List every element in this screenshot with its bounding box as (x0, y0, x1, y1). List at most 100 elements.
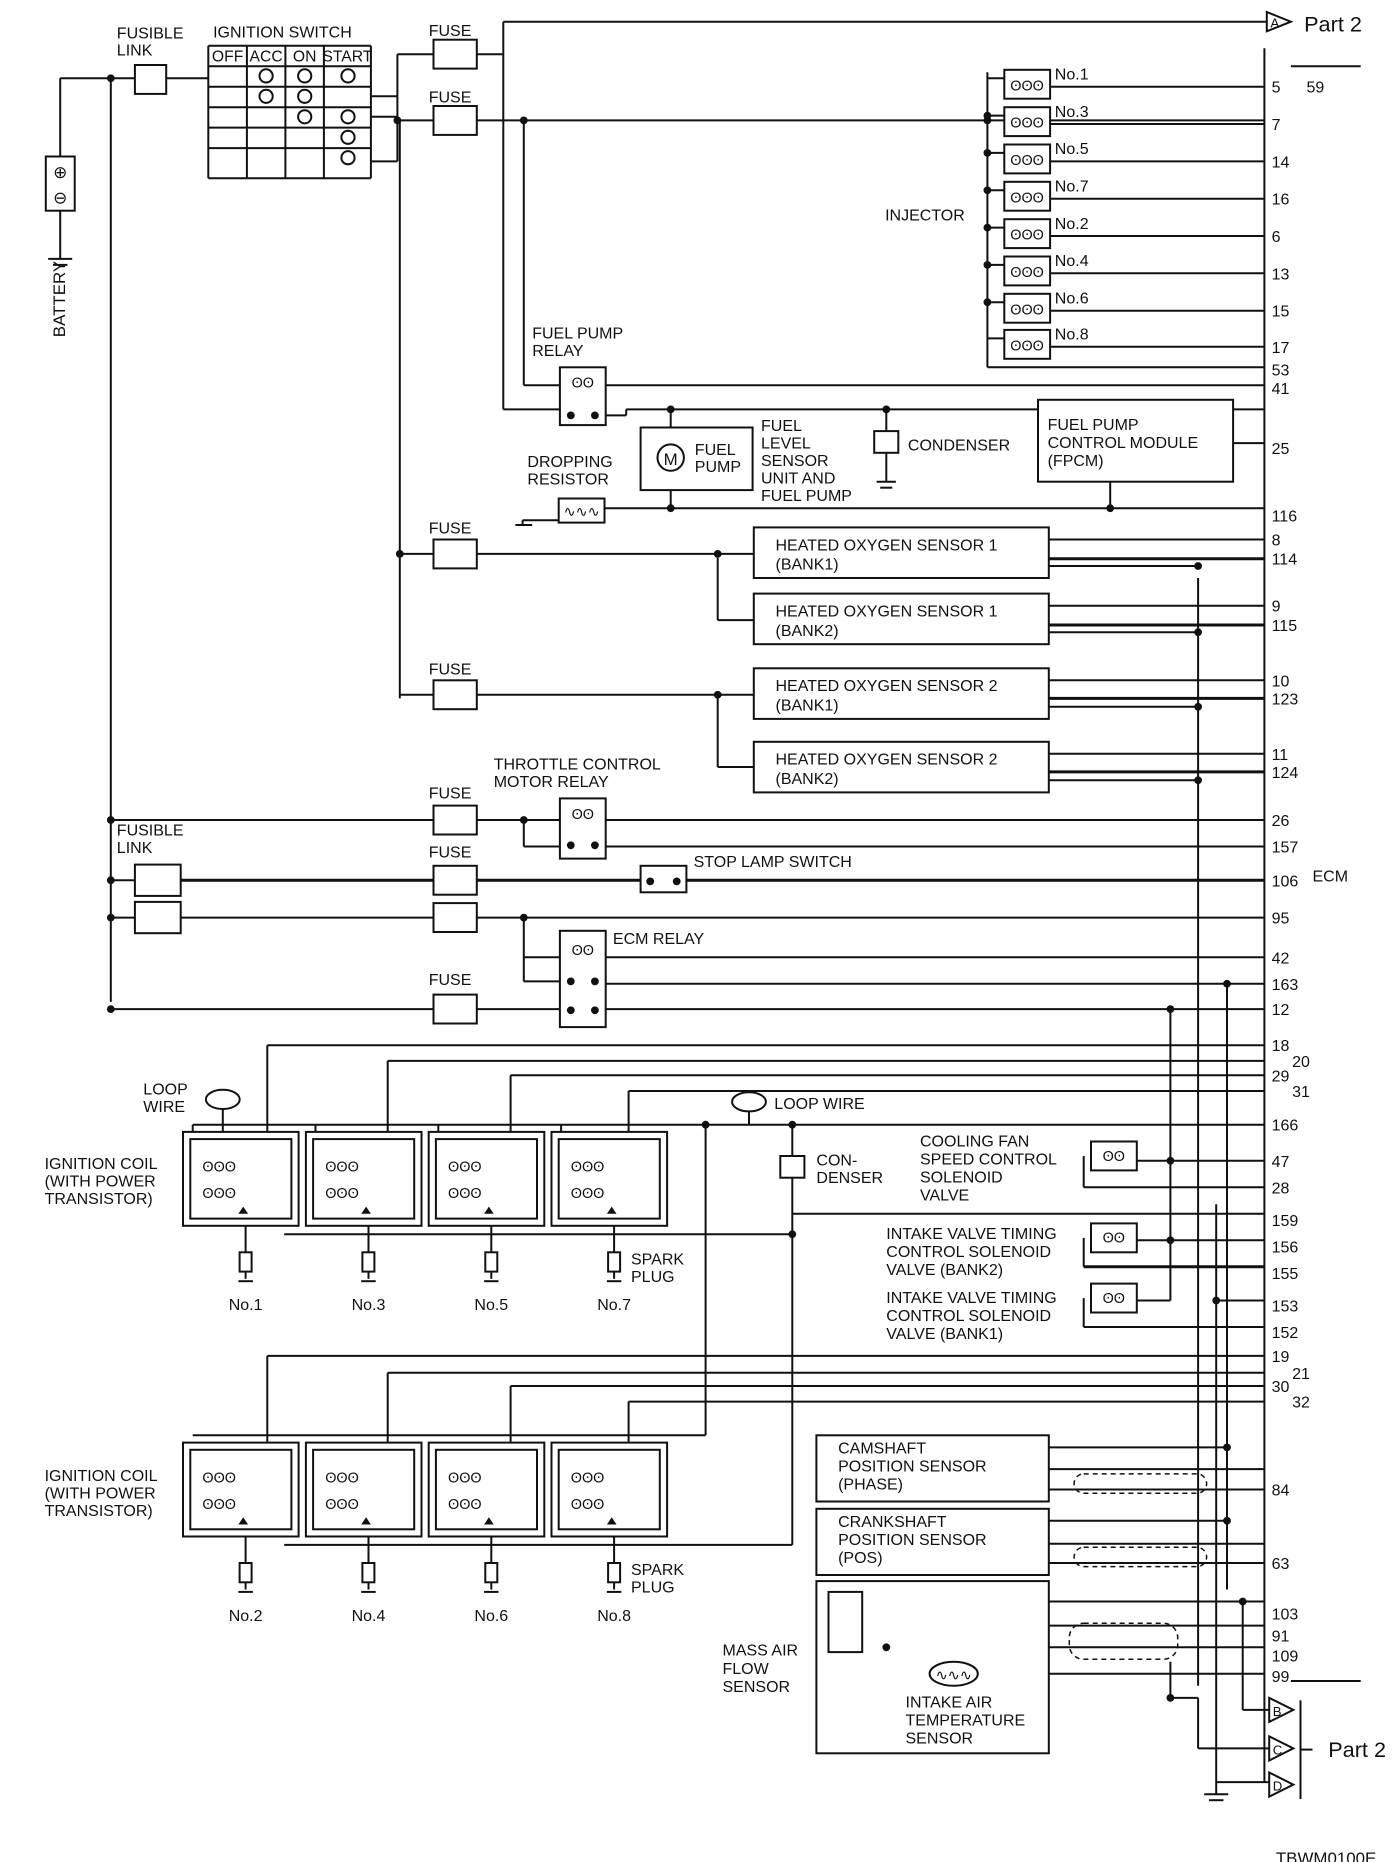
fuse-label: FUSE (429, 972, 472, 989)
fuel-pump-label: FUEL (695, 442, 736, 459)
relay-coil: ʘʘ (572, 376, 594, 392)
ignition-coil (304, 1130, 423, 1227)
ivt-solenoid-bank2-label: CONTROL SOLENOID (886, 1244, 1051, 1261)
junction-dot (566, 977, 575, 986)
injector-number: No.1 (1055, 67, 1089, 84)
thermistor-symbol: ∿∿∿ (936, 1668, 972, 1684)
ecm-pin-label: 18 (1272, 1038, 1290, 1055)
junction-dot (1223, 1443, 1231, 1452)
ignition-coil (550, 1441, 669, 1538)
loop-wire-right-label: LOOP WIRE (774, 1096, 864, 1113)
ignition-coil (550, 1130, 669, 1227)
junction-dot (106, 876, 115, 885)
fuse-label: FUSE (429, 89, 472, 106)
coil-primary: ʘʘʘ (325, 1160, 359, 1176)
coil-primary: ʘʘʘ (202, 1160, 236, 1176)
spark-plug-label: SPARK (631, 1562, 684, 1579)
fusible-link (133, 64, 168, 95)
relay-coil: ʘʘ (572, 943, 594, 959)
injector-number: No.8 (1055, 327, 1089, 344)
junction-dot (672, 877, 681, 886)
junction-dot (566, 411, 575, 420)
ignition-switch-position: ACC (250, 48, 283, 65)
ecm-pin-label: 106 (1272, 873, 1299, 890)
ecm-pin-label: 14 (1272, 154, 1290, 171)
ignition-coil-inner (557, 1138, 661, 1220)
junction-dot (1238, 1597, 1247, 1606)
loop-wire-label: WIRE (143, 1099, 185, 1116)
coil-primary: ʘʘʘ (571, 1160, 605, 1176)
cooling-fan-solenoid-label: VALVE (920, 1188, 969, 1205)
spark-plug-number: No.3 (352, 1297, 386, 1314)
coil-primary: ʘʘʘ (448, 1160, 482, 1176)
spark-plug-number: No.2 (229, 1608, 263, 1625)
ecm-pin-label: 20 (1292, 1054, 1310, 1071)
ignition-coil-inner (557, 1448, 661, 1531)
fuel-level-sensor-label: LEVEL (761, 436, 811, 453)
spark-plug-number: No.7 (597, 1297, 631, 1314)
solenoid-coil: ʘʘ (1103, 1291, 1125, 1307)
injector-label: INJECTOR (885, 207, 965, 224)
junction-dot (106, 1005, 115, 1013)
coil-primary: ʘʘʘ (571, 1470, 605, 1486)
ignition-switch-position: ON (293, 48, 317, 65)
junction-dot (1166, 1236, 1175, 1245)
junction-dot (882, 1643, 891, 1652)
throttle-relay-label: MOTOR RELAY (494, 774, 609, 791)
connector-letter: D (1273, 1779, 1283, 1794)
injector-coil: ʘʘʘ (1010, 338, 1044, 354)
maf-element (827, 1590, 864, 1654)
crankshaft-label: CRANKSHAFT (838, 1514, 947, 1531)
coil-diode (606, 1517, 617, 1525)
camshaft-label: POSITION SENSOR (838, 1459, 986, 1476)
heated-oxygen-sensor-2-bank1-label: HEATED OXYGEN SENSOR 2 (776, 678, 998, 695)
connector-letter: B (1273, 1704, 1282, 1719)
junction-dot (566, 841, 575, 850)
crankshaft-label: (POS) (838, 1550, 882, 1567)
fusible-link (133, 863, 182, 897)
fuse-throttle (432, 804, 478, 836)
injector-number: No.5 (1055, 141, 1089, 158)
fuel-pump-relay-label: FUEL PUMP (532, 325, 623, 342)
connector-a-letter: A (1270, 16, 1279, 31)
junction-dot (106, 74, 115, 83)
junction-dot (713, 550, 722, 558)
ignition-contact (340, 109, 356, 125)
ecm-pin-label: 16 (1272, 192, 1290, 209)
injector (1003, 218, 1052, 250)
ecm-pin-label: 10 (1272, 673, 1290, 690)
junction-dot (519, 816, 528, 824)
junction-dot (983, 186, 992, 195)
ignition-contact (340, 68, 356, 84)
loop-wire-label: LOOP (143, 1082, 187, 1099)
throttle-control-motor-relay (558, 797, 607, 860)
ecm-pin-label: 32 (1292, 1395, 1310, 1412)
ignition-coil-inner (434, 1138, 538, 1220)
fuel-level-sensor-label: SENSOR (761, 453, 829, 470)
injector-coil: ʘʘʘ (1010, 153, 1044, 169)
fuse-label: FUSE (429, 23, 472, 40)
ignition-contact (258, 88, 274, 104)
fuel-level-sensor-label: UNIT AND (761, 471, 835, 488)
fuel-pump-relay-label: RELAY (532, 343, 584, 360)
ecm-pin-label: 116 (1272, 508, 1298, 525)
iat-label: INTAKE AIR (906, 1695, 993, 1712)
solenoid-coil: ʘʘ (1103, 1149, 1125, 1165)
ignition-coil-inner (312, 1448, 416, 1531)
fusible-link-label: LINK (117, 42, 153, 59)
injector (1003, 143, 1052, 175)
battery (44, 155, 76, 212)
loop-wire (731, 1091, 767, 1113)
fusible-link-label: LINK (117, 840, 153, 857)
ignition-contact (340, 150, 356, 166)
ignition-switch-position: OFF (212, 48, 243, 65)
fuse-stop-lamp (432, 864, 478, 896)
injector (1003, 328, 1052, 360)
ecm-pin-label: 47 (1272, 1154, 1290, 1171)
junction-dot (1194, 702, 1202, 711)
ecm-pin-label: 115 (1272, 618, 1298, 635)
ecm-label: ECM (1313, 868, 1349, 885)
ecm-pin-label: 30 (1272, 1379, 1290, 1396)
injector-number: No.7 (1055, 179, 1089, 196)
